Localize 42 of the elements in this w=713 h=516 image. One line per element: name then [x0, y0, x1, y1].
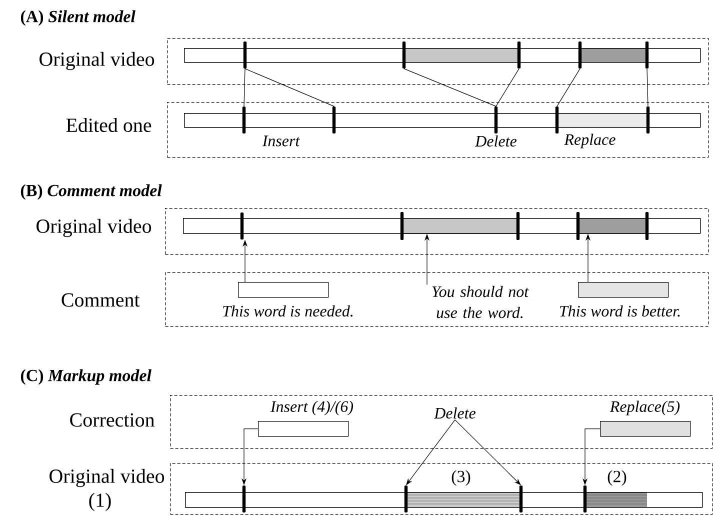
section-heading: (A) Silent model [20, 10, 136, 26]
node-label: Insert (4)/(6) [270, 400, 354, 416]
tick-mark [243, 42, 247, 68]
node-label: Original video [36, 218, 152, 238]
node-label: Edited one [66, 118, 152, 132]
operation-label: Delete [474, 135, 517, 147]
step-number: (2) [608, 470, 626, 486]
tick-mark [555, 106, 559, 134]
comment-box: This word is better. [560, 282, 680, 317]
node-label: Comment [62, 293, 140, 307]
tick-mark [646, 106, 650, 134]
node-label: Original video [50, 468, 164, 488]
section-heading: (C) Markup model [20, 369, 152, 385]
step-number: (3) [452, 470, 470, 486]
node-label: Correction [70, 413, 155, 427]
section-heading: (B) Comment model [20, 184, 162, 200]
node-label: This word is better. [560, 305, 680, 317]
tick-mark [332, 106, 336, 134]
comment-box: This word is needed. [223, 282, 352, 317]
comment-box: Replace(5) [600, 400, 691, 437]
shaded-segment [576, 212, 649, 240]
operation-label: Replace [564, 134, 616, 148]
operation-label: Insert [262, 136, 300, 146]
tick-mark [242, 106, 246, 134]
shaded-segment [400, 212, 520, 240]
note-text: Delete [434, 407, 476, 419]
tick-mark [517, 42, 521, 68]
dashed-panel: Original video [40, 38, 709, 85]
note-text: You should not use the word. [432, 286, 529, 318]
node-label: This word is needed. [223, 305, 352, 317]
node-label: Replace(5) [610, 400, 680, 416]
tick-mark [494, 106, 498, 134]
node-label: Original video [40, 52, 154, 70]
timeline-bar [185, 492, 703, 508]
comment-box: Insert (4)/(6) [258, 400, 354, 437]
tick-mark [402, 42, 406, 68]
timeline-bar [184, 48, 701, 63]
node-label: (1) [89, 492, 111, 512]
dashed-panel: Original video [36, 208, 709, 255]
tick-mark [645, 42, 649, 68]
timeline-bar [184, 113, 701, 128]
tick-mark [578, 42, 582, 68]
